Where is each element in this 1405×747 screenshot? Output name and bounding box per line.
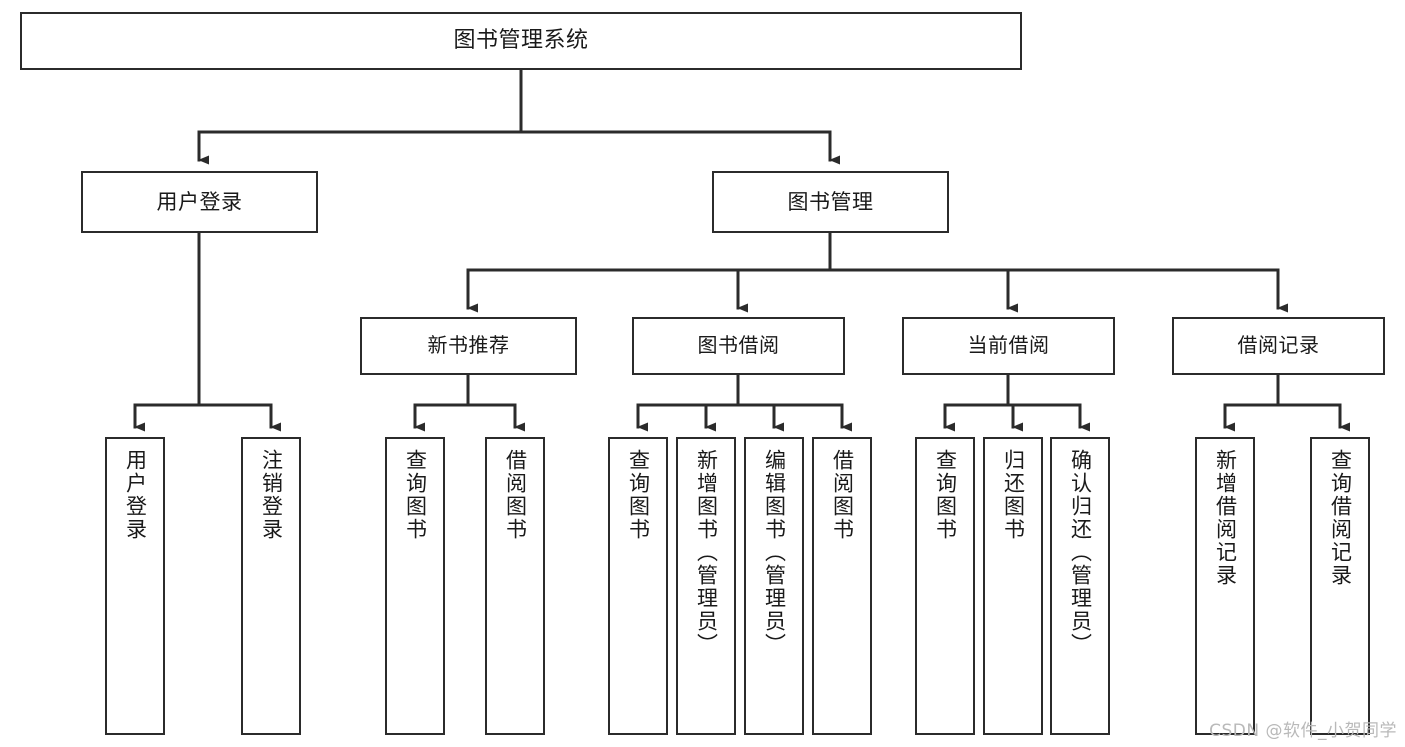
node-leaf-add-borrow-record[interactable]: 新增借阅记录	[1195, 437, 1255, 735]
node-label: 查询图书	[933, 449, 958, 541]
node-book-borrow[interactable]: 图书借阅	[632, 317, 845, 375]
node-label: 新增图书（管理员）	[694, 449, 719, 656]
node-label: 查询借阅记录	[1328, 449, 1353, 587]
node-book-management[interactable]: 图书管理	[712, 171, 949, 233]
node-label: 新书推荐	[427, 333, 510, 358]
node-leaf-query-book-current[interactable]: 查询图书	[915, 437, 975, 735]
node-label: 注销登录	[259, 449, 284, 541]
node-label: 图书管理系统	[453, 28, 589, 54]
node-label: 借阅图书	[503, 449, 528, 541]
node-label: 用户登录	[156, 189, 243, 214]
node-label: 借阅图书	[830, 449, 855, 541]
node-label: 用户登录	[123, 449, 148, 541]
node-current-borrow[interactable]: 当前借阅	[902, 317, 1115, 375]
node-leaf-add-book-admin[interactable]: 新增图书（管理员）	[676, 437, 736, 735]
node-label: 借阅记录	[1237, 333, 1320, 358]
node-leaf-query-borrow-record[interactable]: 查询借阅记录	[1310, 437, 1370, 735]
node-new-book-recommend[interactable]: 新书推荐	[360, 317, 577, 375]
node-leaf-logout[interactable]: 注销登录	[241, 437, 301, 735]
node-user-login[interactable]: 用户登录	[81, 171, 318, 233]
node-label: 新增借阅记录	[1213, 449, 1238, 587]
node-label: 查询图书	[403, 449, 428, 541]
node-borrow-record[interactable]: 借阅记录	[1172, 317, 1385, 375]
node-label: 当前借阅	[967, 333, 1050, 358]
node-label: 图书管理	[787, 189, 874, 214]
node-leaf-confirm-return-admin[interactable]: 确认归还（管理员）	[1050, 437, 1110, 735]
node-label: 归还图书	[1001, 449, 1026, 541]
node-label: 编辑图书（管理员）	[762, 449, 787, 656]
node-label: 确认归还（管理员）	[1068, 449, 1093, 656]
node-root-book-management-system[interactable]: 图书管理系统	[20, 12, 1022, 70]
node-leaf-user-login[interactable]: 用户登录	[105, 437, 165, 735]
node-leaf-edit-book-admin[interactable]: 编辑图书（管理员）	[744, 437, 804, 735]
node-leaf-borrow-book-recommend[interactable]: 借阅图书	[485, 437, 545, 735]
node-leaf-return-book[interactable]: 归还图书	[983, 437, 1043, 735]
node-leaf-query-book-recommend[interactable]: 查询图书	[385, 437, 445, 735]
node-leaf-borrow-book[interactable]: 借阅图书	[812, 437, 872, 735]
node-label: 查询图书	[626, 449, 651, 541]
node-leaf-query-book[interactable]: 查询图书	[608, 437, 668, 735]
node-label: 图书借阅	[697, 333, 780, 358]
